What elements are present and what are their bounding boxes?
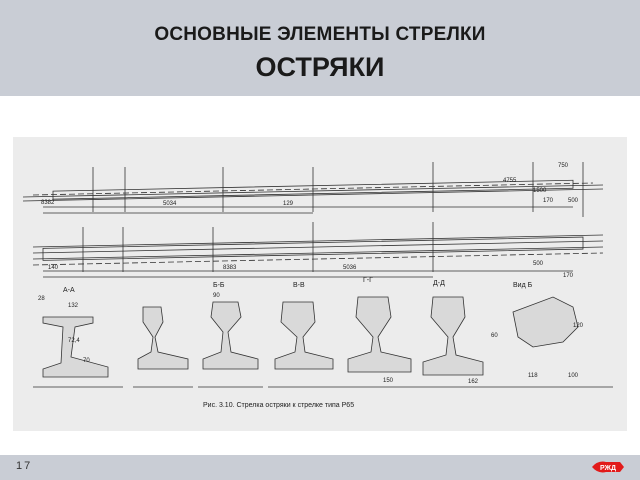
dim-prof-8: 60: [491, 333, 498, 339]
dim-mid-0: 140: [48, 265, 59, 271]
dim-prof-7: 120: [573, 323, 584, 329]
dim-top-5: 750: [558, 163, 569, 169]
dim-prof-5: 150: [383, 378, 394, 384]
footer-band: 17 РЖД: [0, 455, 640, 480]
dim-top-3: 4755: [503, 178, 517, 184]
dim-prof-4: 90: [213, 293, 220, 299]
dim-top-6: 170: [543, 198, 554, 204]
dim-prof-3: 70: [83, 358, 90, 364]
dim-top-4: 1500: [533, 188, 547, 194]
dim-prof-2: 72,4: [68, 338, 80, 344]
section-labels: А-А Б-Б В-В Г-Г Д-Д Вид Б: [63, 277, 533, 294]
top-dimensions: 8382 5034 129 4755 1500 750 170 500: [41, 163, 579, 207]
slide-title: ОСНОВНЫЕ ЭЛЕМЕНТЫ СТРЕЛКИ: [154, 24, 486, 45]
section-label-bb: Б-Б: [213, 282, 225, 289]
middle-dimensions: 140 8383 5036 500 170: [48, 261, 574, 279]
profile-sections: [42, 296, 579, 378]
profile-dimensions: 28 132 72,4 70 90 150 162 120 60 118 100: [38, 293, 584, 385]
page-number: 17: [16, 460, 33, 472]
section-label-gg: Г-Г: [363, 277, 373, 284]
drawing-svg: А-А Б-Б В-В Г-Г Д-Д Вид Б 8382 5034 129 …: [22, 162, 613, 409]
section-label-vv: В-В: [293, 282, 305, 289]
middle-plan: [32, 222, 604, 278]
dim-mid-4: 170: [563, 273, 574, 279]
section-label-aa: А-А: [63, 287, 75, 294]
header-band: ОСНОВНЫЕ ЭЛЕМЕНТЫ СТРЕЛКИ ОСТРЯКИ: [0, 0, 640, 96]
dim-mid-1: 8383: [223, 265, 237, 271]
section-label-dd: Д-Д: [433, 280, 445, 287]
dim-mid-2: 5036: [343, 265, 357, 271]
slide-subtitle: ОСТРЯКИ: [255, 52, 385, 82]
technical-drawing: А-А Б-Б В-В Г-Г Д-Д Вид Б 8382 5034 129 …: [13, 137, 627, 431]
dim-prof-9: 118: [528, 373, 538, 379]
rzd-logo-icon: РЖД: [592, 461, 624, 473]
top-elevation: [22, 162, 604, 217]
dim-prof-1: 132: [68, 303, 79, 309]
dim-prof-6: 162: [468, 379, 479, 385]
logo-text: РЖД: [600, 465, 616, 472]
dim-top-1: 5034: [163, 201, 177, 207]
dim-prof-10: 100: [568, 373, 579, 379]
dim-top-2: 129: [283, 201, 294, 207]
drawing-caption: Рис. 3.10. Стрелка остряки к стрелке тип…: [203, 402, 354, 409]
dim-top-7: 500: [568, 198, 579, 204]
section-label-vid-b: Вид Б: [513, 282, 533, 289]
dim-top-0: 8382: [41, 200, 55, 206]
dim-mid-3: 500: [533, 261, 544, 267]
dim-prof-0: 28: [38, 296, 45, 302]
